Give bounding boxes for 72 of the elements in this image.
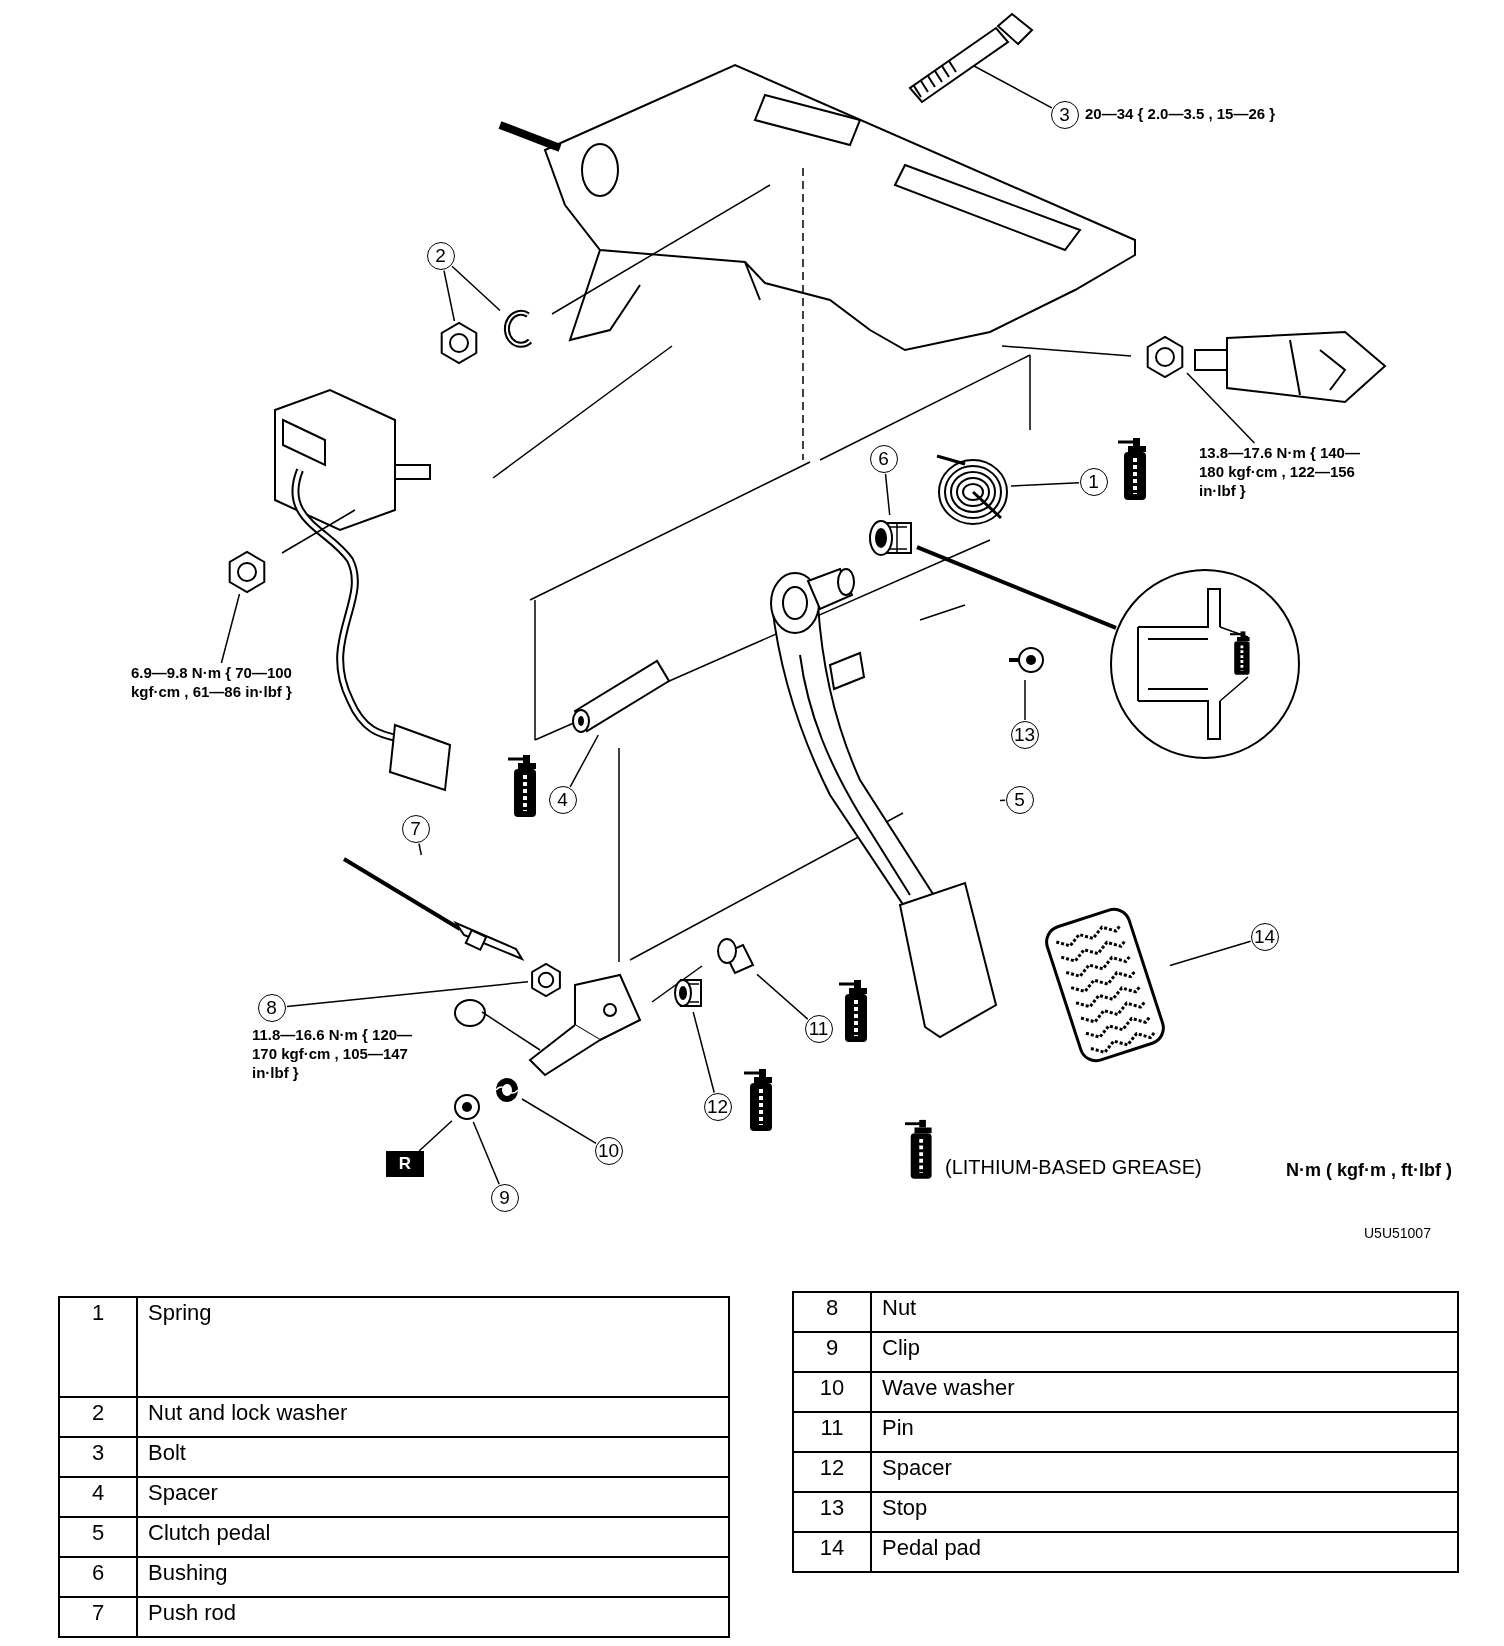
item-number-cell: 14 <box>793 1532 871 1572</box>
callout-number: 4 <box>548 785 577 814</box>
callout-number: 7 <box>401 814 430 843</box>
item-number-cell: 10 <box>793 1372 871 1412</box>
leader-line <box>1010 481 1080 487</box>
callout-number: 13 <box>1010 720 1039 749</box>
torque-spec: 6.9—9.8 N·m { 70—100 kgf·cm , 61—86 in·lbf } <box>131 663 301 701</box>
part-name-cell: Spacer <box>871 1452 1458 1492</box>
callout-number: 1 <box>1079 467 1108 496</box>
item-number-cell: 6 <box>59 1557 137 1597</box>
item-number-cell: 9 <box>793 1332 871 1372</box>
unit-note: N·m ( kgf·m , ft·lbf ) <box>1286 1160 1452 1181</box>
part-name-cell: Stop <box>871 1492 1458 1532</box>
callout-number: 9 <box>490 1183 519 1212</box>
nut-drawing <box>528 962 564 998</box>
leader-line <box>521 1098 597 1145</box>
item-number-cell: 1 <box>59 1297 137 1397</box>
legend-text: (LITHIUM-BASED GREASE) <box>945 1156 1202 1179</box>
leader-line <box>472 1121 500 1185</box>
leader-line <box>220 593 241 664</box>
leader-line <box>1024 679 1026 721</box>
callout-number: 11 <box>804 1014 833 1043</box>
figure-code: U5U51007 <box>1364 1225 1431 1241</box>
leader-line <box>418 1120 453 1152</box>
torque-spec: 20—34 { 2.0—3.5 , 15—26 } <box>1085 104 1276 123</box>
part-name-cell: Nut and lock washer <box>137 1397 729 1437</box>
item-number-cell: 11 <box>793 1412 871 1452</box>
part-name-cell: Bolt <box>137 1437 729 1477</box>
leader-line <box>999 799 1006 802</box>
leader-line <box>1169 940 1252 967</box>
leader-line <box>443 269 456 322</box>
replace-part-badge: R <box>386 1151 424 1177</box>
clip-drawing <box>452 1092 482 1122</box>
item-number-cell: 8 <box>793 1292 871 1332</box>
torque-spec: 13.8—17.6 N·m { 140—180 kgf·cm , 122—156 in·lbf } <box>1199 443 1369 500</box>
part-name-cell: Push rod <box>137 1597 729 1637</box>
callout-number: 8 <box>257 993 286 1022</box>
item-number-cell: 3 <box>59 1437 137 1477</box>
part-name-cell: Bushing <box>137 1557 729 1597</box>
part-name-cell: Nut <box>871 1292 1458 1332</box>
leader-line <box>451 265 501 312</box>
part-name-cell: Wave washer <box>871 1372 1458 1412</box>
item-number-cell: 7 <box>59 1597 137 1637</box>
leader-line <box>692 1011 715 1094</box>
callout-number: 5 <box>1005 785 1034 814</box>
callout-number: 10 <box>594 1136 623 1165</box>
leader-line <box>286 981 529 1008</box>
leader-line <box>756 973 809 1020</box>
part-name-cell: Clip <box>871 1332 1458 1372</box>
part-name-cell: Spacer <box>137 1477 729 1517</box>
callout-number: 14 <box>1250 922 1279 951</box>
leader-line <box>884 473 891 516</box>
item-number-cell: 2 <box>59 1397 137 1437</box>
leader-line <box>1186 372 1256 444</box>
item-number-cell: 4 <box>59 1477 137 1517</box>
item-number-cell: 12 <box>793 1452 871 1492</box>
bushing-detail-drawing <box>1108 567 1302 761</box>
leader-line <box>973 65 1053 109</box>
item-number-cell: 13 <box>793 1492 871 1532</box>
part-name-cell: Pedal pad <box>871 1532 1458 1572</box>
leader-line <box>916 545 1117 630</box>
callout-number: 2 <box>426 241 455 270</box>
callout-number: 6 <box>869 444 898 473</box>
leader-line <box>569 734 600 788</box>
callout-number: 3 <box>1050 100 1079 129</box>
part-name-cell: Spring <box>137 1297 729 1397</box>
callout-number: 12 <box>703 1092 732 1121</box>
part-name-cell: Clutch pedal <box>137 1517 729 1557</box>
leader-line <box>418 842 423 856</box>
torque-spec: 11.8—16.6 N·m { 120—170 kgf·cm , 105—147 in·lbf } <box>252 1025 414 1082</box>
item-number-cell: 5 <box>59 1517 137 1557</box>
part-name-cell: Pin <box>871 1412 1458 1452</box>
